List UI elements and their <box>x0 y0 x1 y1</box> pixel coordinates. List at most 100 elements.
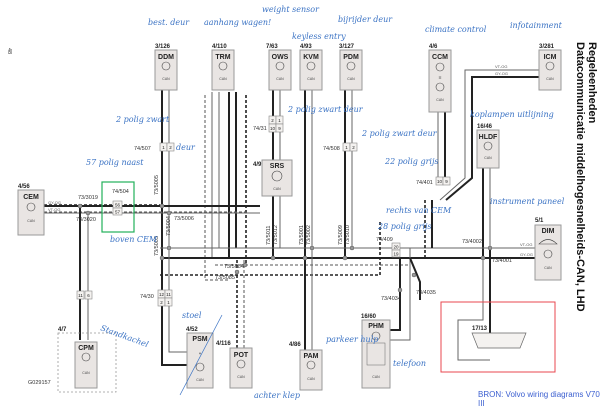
cem-connector-highlight <box>101 181 135 233</box>
svg-text:6: 6 <box>87 293 90 298</box>
splice: 73/5002 <box>306 225 312 245</box>
svg-text:DDM: DDM <box>158 54 174 61</box>
connector-74-31: 74/31 2 1 10 9 <box>253 115 284 133</box>
module-hldf: 16/46 HLDF CAN <box>476 124 500 169</box>
svg-text:1: 1 <box>162 145 165 150</box>
module-ows: 7/63 OWS CAN <box>266 44 292 91</box>
page-number: 48 <box>6 48 12 54</box>
svg-text:56: 56 <box>115 203 121 208</box>
svg-text:KVM: KVM <box>303 54 319 61</box>
title-line-1: Regeleenheden <box>586 42 598 124</box>
svg-text:17/13: 17/13 <box>472 326 488 332</box>
note-cpm: Standkachel <box>99 323 150 349</box>
svg-text:3/126: 3/126 <box>155 44 171 50</box>
note-74-508: 2 polig zwart deur <box>361 129 438 138</box>
note-psm: stoel <box>182 311 202 320</box>
cross-out-mark <box>179 314 223 396</box>
note-trm: aanhang wagen! <box>204 18 271 27</box>
instrument-cluster-icon <box>538 239 558 245</box>
svg-text:11: 11 <box>166 292 171 297</box>
svg-text:CAN: CAN <box>82 371 90 375</box>
note-74-507: 2 polig zwart <box>115 115 170 124</box>
svg-text:10: 10 <box>270 126 276 131</box>
svg-text:DIM: DIM <box>542 228 555 235</box>
svg-text:2: 2 <box>169 145 172 150</box>
svg-text:11: 11 <box>78 293 83 298</box>
note-ows: weight sensor <box>262 5 320 14</box>
keypad-icon <box>366 342 386 366</box>
svg-text:74/409: 74/409 <box>376 237 393 243</box>
control-unit-icon <box>435 82 445 92</box>
svg-text:CAN: CAN <box>276 77 284 81</box>
diagram-title: Regeleenheden Datacommunicatie middelhog… <box>574 42 598 312</box>
svg-text:CAN: CAN <box>162 77 170 81</box>
svg-text:PAM: PAM <box>303 353 318 360</box>
note-74-507-side: deur <box>176 143 196 152</box>
svg-text:2: 2 <box>271 118 274 123</box>
wire-color-label: VT-OG <box>48 207 60 212</box>
note-74-409-top: rechts van CEM <box>386 206 452 215</box>
svg-text:CAN: CAN <box>27 219 35 223</box>
svg-text:CAN: CAN <box>372 375 380 379</box>
connector-74-401: 74/401 10 9 <box>416 176 451 186</box>
note-pam: parkeer hulp <box>326 335 378 344</box>
control-unit-icon <box>218 61 228 71</box>
splice: 73/4001 <box>492 258 512 264</box>
svg-text:1: 1 <box>345 145 348 150</box>
svg-text:4/6: 4/6 <box>429 44 438 50</box>
svg-text:CAN: CAN <box>544 266 552 270</box>
svg-text:CEM: CEM <box>23 194 39 201</box>
svg-text:74/504: 74/504 <box>112 189 129 195</box>
splice: 73/4002 <box>462 239 482 245</box>
connector-74-409: 74/409 20 19 <box>376 237 401 258</box>
splice: 73/5009 <box>338 225 344 245</box>
note-74-409: 28 polig grijs <box>377 222 432 231</box>
svg-text:19: 19 <box>393 252 399 257</box>
svg-text:CAN: CAN <box>196 378 204 382</box>
svg-text:2: 2 <box>352 145 355 150</box>
control-unit-icon <box>483 141 493 151</box>
svg-text:CAN: CAN <box>546 77 554 81</box>
control-unit-icon <box>275 61 285 71</box>
connector-74-507: 74/507 1 2 <box>134 142 175 152</box>
svg-text:4/9: 4/9 <box>253 162 262 168</box>
note-dim: instrument paneel <box>490 197 565 206</box>
fan-icon: ✡ <box>438 75 441 81</box>
svg-text:CCM: CCM <box>432 54 448 61</box>
module-ddm: 3/126 DDM CAN <box>154 44 178 91</box>
control-unit-icon <box>195 362 205 372</box>
module-phm: 16/60 PHM CAN <box>361 314 391 389</box>
svg-text:10: 10 <box>437 179 443 184</box>
note-pot: achter klep <box>254 391 300 400</box>
svg-text:CAN: CAN <box>347 77 355 81</box>
connector-74-504: 74/504 56 57 <box>101 181 135 233</box>
module-pam: 4/86 PAM CAN <box>289 342 323 391</box>
svg-text:CAN: CAN <box>307 77 315 81</box>
svg-text:CAN: CAN <box>237 375 245 379</box>
splice: 73/3019 <box>78 195 98 201</box>
wire-color-label: VT-OG <box>495 64 507 69</box>
svg-text:4/110: 4/110 <box>212 44 227 50</box>
connector-cpm: 11 6 <box>76 290 93 300</box>
wire-color-label: GY-OG <box>495 71 508 76</box>
note-icm: infotainment <box>510 21 563 30</box>
svg-text:57: 57 <box>115 210 121 215</box>
control-unit-icon <box>371 331 381 341</box>
diagnostic-socket-icon <box>471 332 527 349</box>
note-pdm: bijrijder deur <box>338 15 393 24</box>
splice: 73/5003 <box>154 236 160 256</box>
module-trm: 4/110 TRM CAN <box>211 44 235 91</box>
splice: 73/5012 <box>273 225 279 245</box>
control-unit-icon <box>26 202 36 212</box>
svg-text:7/63: 7/63 <box>266 44 278 50</box>
note-hldf: koplampen uitlijning <box>470 110 554 119</box>
svg-text:OWS: OWS <box>272 54 289 61</box>
drawing-id: G029157 <box>28 380 51 386</box>
note-74-31: 2 polig zwart deur <box>287 105 364 114</box>
svg-text:2: 2 <box>160 300 163 305</box>
splice: 73/4034 <box>381 296 401 302</box>
splice: 73/3020 <box>76 217 96 223</box>
control-unit-icon <box>81 352 91 362</box>
note-phm: telefoon <box>393 359 426 368</box>
svg-text:74/508: 74/508 <box>323 146 340 152</box>
